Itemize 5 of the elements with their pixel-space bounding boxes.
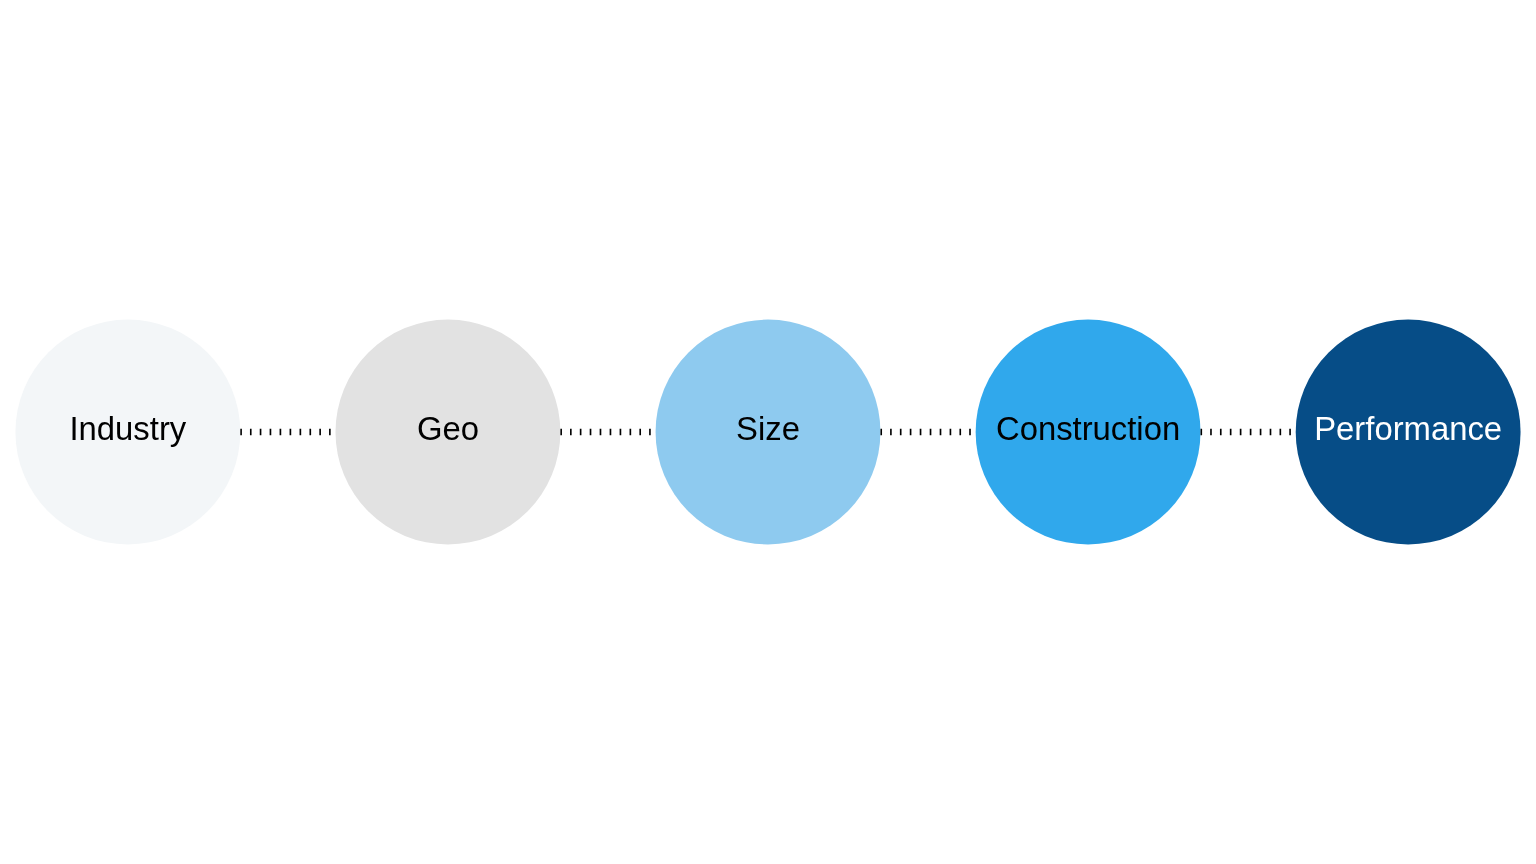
node-circle: Construction xyxy=(975,319,1201,545)
node-circle: Performance xyxy=(1295,319,1521,545)
node-circle: Size xyxy=(655,319,881,545)
node-circle: Geo xyxy=(335,319,561,545)
node-circle: Industry xyxy=(15,319,241,545)
